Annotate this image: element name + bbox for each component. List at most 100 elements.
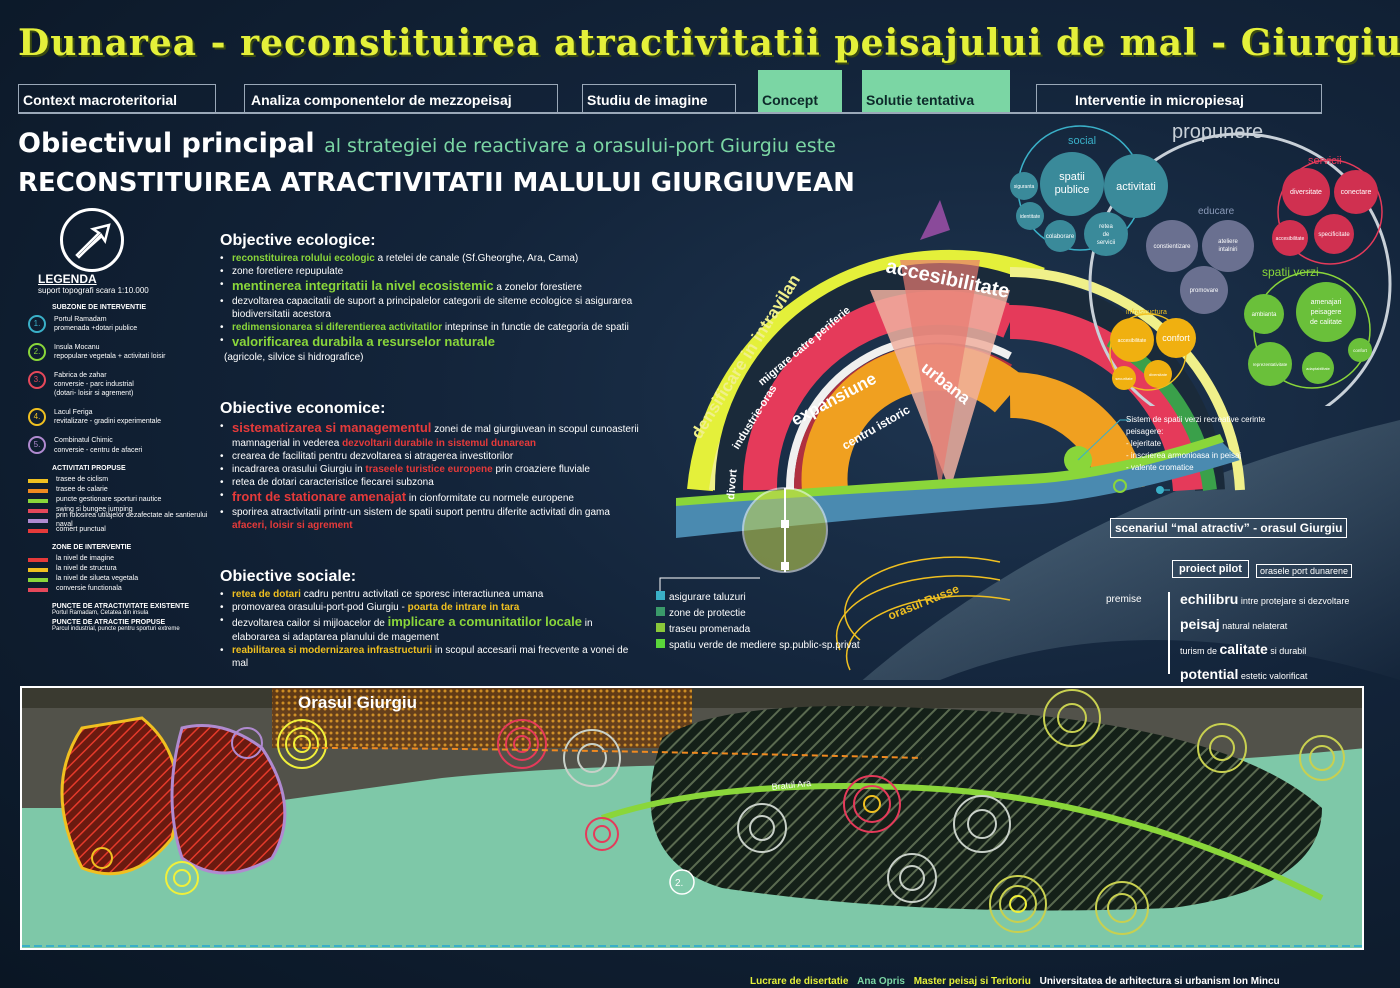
diagram-legend-swatch xyxy=(656,639,665,648)
accesibilitate-bubble xyxy=(1272,220,1308,256)
footer-thesis: Lucrare de disertatie xyxy=(750,976,849,987)
footer-master: Master peisaj si Teritoriu xyxy=(913,976,1031,987)
green-link xyxy=(1077,419,1130,461)
objective-highlight: reconstituirea rolului ecologic xyxy=(232,253,375,264)
siguranta-bubble xyxy=(1010,172,1038,200)
footer-university: Universitatea de arhitectura si urbanism… xyxy=(1039,976,1280,987)
objective-item: incadrarea orasului Giurgiu in traseele … xyxy=(220,463,640,476)
ambianta-label: ambianta xyxy=(1252,312,1277,318)
premise-keyword: peisaj xyxy=(1180,616,1220,632)
river-green-edge xyxy=(676,434,1224,506)
tab-solutie[interactable]: Solutie tentativa xyxy=(862,70,1010,112)
diagram-legend-swatch xyxy=(656,607,665,616)
premise-prefix: turism de xyxy=(1180,646,1220,656)
premise-detail: intre protejare si dezvoltare xyxy=(1238,596,1350,606)
green-node-2 xyxy=(1113,479,1127,493)
confort-label: confort xyxy=(1162,333,1190,343)
legend-activity-item: prin folosirea utilajelor dezafectate al… xyxy=(20,512,220,528)
objectives-ecologic: Objective ecologice: reconstituirea rolu… xyxy=(220,232,640,364)
infrastructura-label: infrastructura xyxy=(1126,309,1167,316)
objective-item: retea de dotari cadru pentru activitati … xyxy=(220,588,640,601)
premise-detail: natural nelaterat xyxy=(1219,621,1288,631)
tab-interventie[interactable]: Interventie in micropiesaj xyxy=(1036,84,1322,112)
legend-subzones-head: SUBZONE DE INTERVENTIE xyxy=(52,303,146,311)
objective-item: redimensionarea si diferentierea activit… xyxy=(220,321,640,334)
objective-text: incadrarea orasului Giurgiu in xyxy=(232,463,366,475)
eco-title: Objective ecologice: xyxy=(220,232,376,249)
zone-text: Lacul Feriga revitalizare - gradini expe… xyxy=(54,409,161,426)
amenajari-bubble xyxy=(1296,282,1356,342)
legend-swatch xyxy=(28,488,48,493)
map-city-label: Orasul Giurgiu xyxy=(298,693,417,712)
main-heading: Obiectivul principal al strategiei de re… xyxy=(18,128,836,159)
premise-item: turism de calitate si durabil xyxy=(1180,638,1349,663)
spatii-verzi-label: spatii verzi xyxy=(1262,265,1319,279)
siguranta-label: siguranta xyxy=(1014,184,1035,190)
zone-number-badge: 1. xyxy=(28,314,46,333)
map-canal-label: Bratul Ara xyxy=(771,778,811,792)
tab-bar: Context macroteritorial Analiza componen… xyxy=(0,0,1400,120)
legend-scale: suport topografi scara 1:10.000 xyxy=(38,286,149,295)
objective-item: reconstituirea rolului ecologic a retele… xyxy=(220,252,640,265)
diagram-legend-label: spatiu verde de mediere sp.public-sp.pri… xyxy=(669,640,860,651)
light-beam xyxy=(862,420,1400,680)
map-zone-2-label: 2. xyxy=(675,878,683,889)
zone-text: Combinatul Chimic conversie - centru de … xyxy=(54,437,143,454)
legend-zone-item: 4.Lacul Feriga revitalizare - gradini ex… xyxy=(20,408,220,427)
tab-studiu[interactable]: Studiu de imagine xyxy=(582,84,736,112)
objective-highlight: front de stationare amenajat xyxy=(232,488,407,504)
diagram-legend-label: zone de protectie xyxy=(669,608,746,619)
legend-swatch xyxy=(28,518,48,523)
legend-swatch xyxy=(28,567,48,572)
premise-detail: estetic valorificat xyxy=(1238,671,1308,681)
site-map-svg: 2. Orasul Giurgiu Bratul Ara xyxy=(22,688,1362,948)
reprezentativitate-label: reprezentativitate xyxy=(1253,362,1288,367)
legend-zone-item: 5.Combinatul Chimic conversie - centru d… xyxy=(20,436,220,455)
map-zone-4-marker xyxy=(91,847,113,869)
map-island xyxy=(650,706,1322,911)
arrow-logo-icon xyxy=(60,208,124,272)
premise-item: potential estetic valorificat xyxy=(1180,663,1349,688)
objective-highlight: retea de dotari xyxy=(232,589,301,600)
objective-text: in elaborarea si adaptarea planului de m… xyxy=(232,618,593,643)
securitate-bubble xyxy=(1112,366,1136,390)
page-title: Dunarea - reconstituirea atractivitatii … xyxy=(18,22,1400,64)
spatii-publice-bubble xyxy=(1040,152,1104,216)
map-zone-5-marker xyxy=(231,727,263,759)
tab-concept[interactable]: Concept xyxy=(758,70,842,112)
premise-item: peisaj natural nelaterat xyxy=(1180,613,1349,638)
russe-arc-2 xyxy=(845,595,1011,671)
tab-context[interactable]: Context macroteritorial xyxy=(18,84,216,112)
legend-activity-label: trasee de ciclism xyxy=(56,476,109,484)
accesibilitate-arrow xyxy=(920,200,950,240)
tab-analiza[interactable]: Analiza componentelor de mezzopeisaj xyxy=(244,84,558,112)
footer-author: Ana Opris xyxy=(857,976,905,987)
diversitate-bubble xyxy=(1282,168,1330,216)
objective-text: in cionformitate cu normele europene xyxy=(406,492,574,504)
adaptabilitate-bubble xyxy=(1302,352,1334,384)
legend-zones: 1.Portul Ramadam promenada +dotari publi… xyxy=(20,314,220,455)
green-note-title: Sistem de spatii verzi recreative cerint… xyxy=(1126,415,1266,436)
premise-label: premise xyxy=(1106,594,1142,605)
ateliere-bubble xyxy=(1202,220,1254,272)
legend-swatch xyxy=(28,587,48,592)
accesibilitate2-bubble xyxy=(1110,318,1154,362)
specificitate-bubble xyxy=(1314,214,1354,254)
premise-keyword: calitate xyxy=(1219,641,1268,657)
main-heading-strong: Obiectivul principal xyxy=(18,128,315,159)
label-divort: divort xyxy=(725,468,740,500)
legend-activity-item: swing si bungee jumping xyxy=(20,506,220,516)
objective-text: a retelei de canale (Sf.Gheorghe, Ara, C… xyxy=(374,253,579,264)
legend-activity-label: puncte gestionare sporturi nautice xyxy=(56,496,162,504)
objective-item: dezvoltarea capacitatii de suport a prin… xyxy=(220,295,640,321)
objectives-social: Obiective sociale: retea de dotari cadru… xyxy=(220,568,640,670)
main-statement: RECONSTITUIREA ATRACTIVITATII MALULUI GI… xyxy=(18,168,855,198)
premise-detail: si durabil xyxy=(1267,646,1307,656)
propunere-label: propunere xyxy=(1172,121,1263,143)
diagram-legend-item: asigurare taluzuri xyxy=(656,590,860,606)
legend-activity-item: trasee de calarie xyxy=(20,486,220,496)
diagram-legend-item: traseu promenada xyxy=(656,622,860,638)
green-note-item-3: - valente cromatice xyxy=(1126,463,1194,472)
activitati-label: activitati xyxy=(1116,181,1156,193)
